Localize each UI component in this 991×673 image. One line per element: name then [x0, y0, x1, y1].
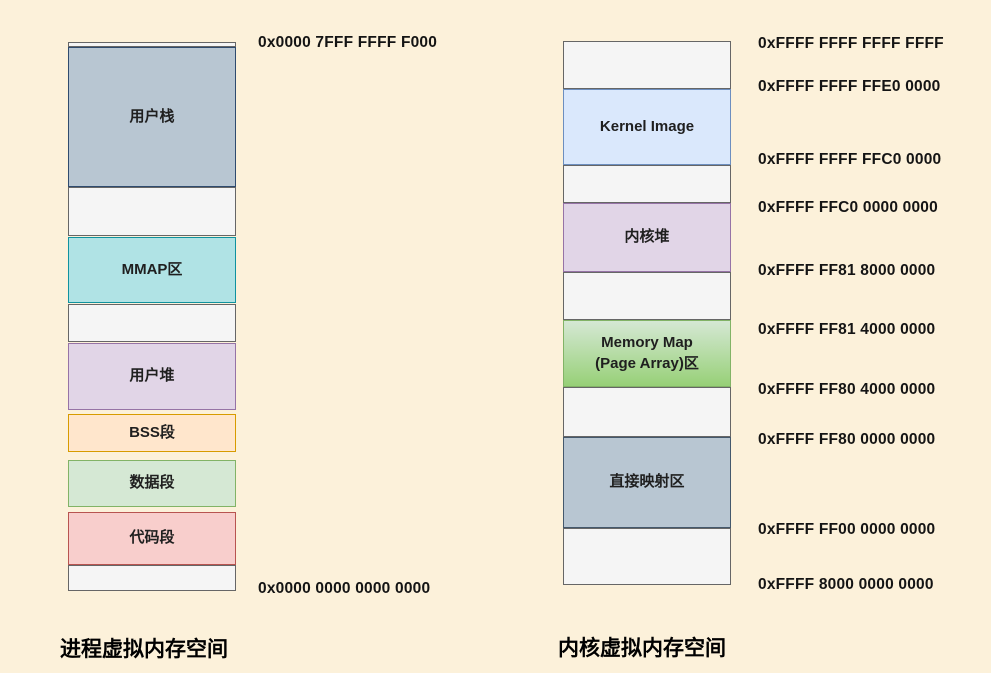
user-stack-segment: 用户栈 [68, 47, 236, 187]
bss-segment-label: BSS段 [129, 423, 175, 441]
address-label: 0xFFFF FF00 0000 0000 [758, 521, 936, 538]
address-label: 0xFFFF 8000 0000 0000 [758, 576, 934, 593]
mmap-region-segment-label: MMAP区 [121, 260, 183, 278]
direct-mapping-segment-label: 直接映射区 [609, 473, 685, 491]
bss-segment: BSS段 [68, 414, 236, 452]
mmap-region-segment: MMAP区 [68, 237, 236, 303]
empty-region [68, 187, 236, 236]
address-label: 0xFFFF FF80 4000 0000 [758, 381, 936, 398]
top-guard-region [68, 42, 236, 47]
data-segment-label: 数据段 [129, 474, 175, 492]
bottom-empty-region [68, 565, 236, 591]
kernel-image-segment-label: Kernel Image [599, 117, 695, 135]
empty-region [563, 165, 731, 203]
address-label: 0xFFFF FF81 8000 0000 [758, 262, 936, 279]
data-segment: 数据段 [68, 460, 236, 507]
empty-region [68, 304, 236, 342]
bottom-empty-region [563, 528, 731, 585]
address-label: 0x0000 7FFF FFFF F000 [258, 34, 438, 51]
empty-region [563, 387, 731, 437]
diagram-caption: 内核虚拟内存空间 [558, 637, 726, 660]
address-label: 0xFFFF FFC0 0000 0000 [758, 199, 938, 216]
memory-map-segment: Memory Map (Page Array)区 [563, 320, 731, 387]
diagram-caption: 进程虚拟内存空间 [60, 638, 228, 661]
code-segment-label: 代码段 [129, 529, 175, 547]
address-label: 0xFFFF FFFF FFC0 0000 [758, 151, 942, 168]
top-empty-region [563, 41, 731, 89]
user-stack-segment-label: 用户栈 [129, 107, 175, 125]
memory-map-segment-label: Memory Map (Page Array)区 [595, 334, 699, 372]
user-heap-segment: 用户堆 [68, 343, 236, 410]
address-label: 0xFFFF FFFF FFFF FFFF [758, 35, 944, 52]
kernel-heap-segment-label: 内核堆 [624, 228, 670, 246]
address-label: 0x0000 0000 0000 0000 [258, 580, 431, 597]
kernel-image-segment: Kernel Image [563, 89, 731, 165]
kernel-heap-segment: 内核堆 [563, 203, 731, 272]
address-label: 0xFFFF FF80 0000 0000 [758, 431, 936, 448]
direct-mapping-segment: 直接映射区 [563, 437, 731, 528]
address-label: 0xFFFF FF81 4000 0000 [758, 321, 936, 338]
code-segment: 代码段 [68, 512, 236, 565]
user-heap-segment-label: 用户堆 [129, 367, 175, 385]
empty-region [563, 272, 731, 320]
address-label: 0xFFFF FFFF FFE0 0000 [758, 78, 941, 95]
